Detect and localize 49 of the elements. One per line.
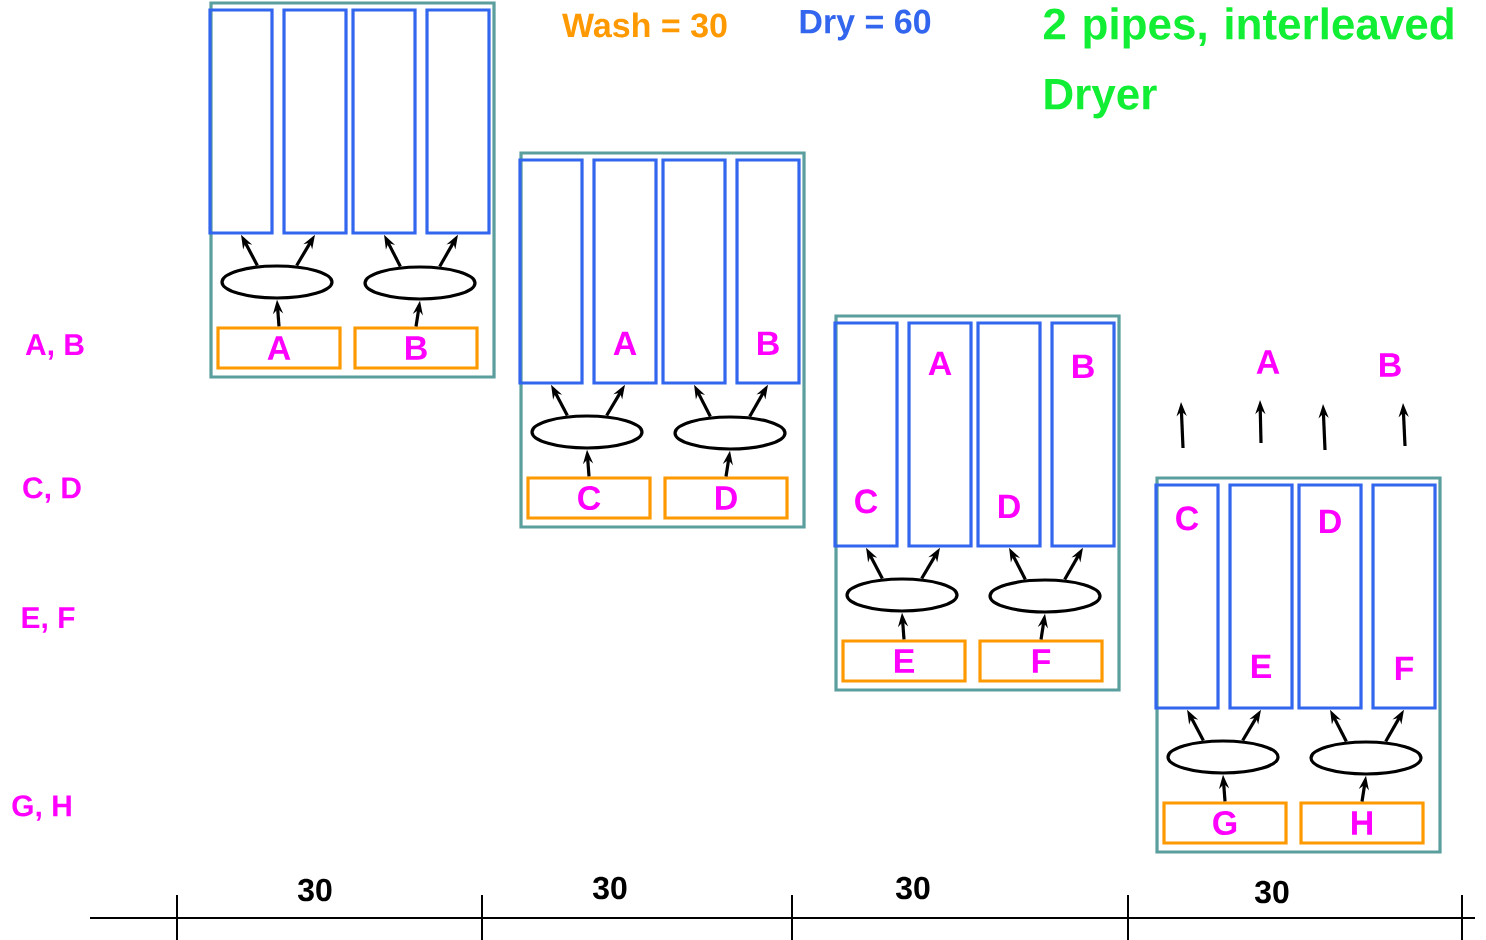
washer-box: C: [526, 476, 652, 520]
dryer-box: D: [1297, 483, 1363, 710]
output-label: B: [1380, 353, 1401, 377]
tick-label: 30: [297, 878, 332, 902]
dryer-box: B: [735, 158, 801, 385]
ellipse: [1309, 740, 1423, 776]
output-label: A: [1256, 350, 1280, 374]
heading-text: 2 pipes, interleaved Dryer: [1043, 7, 1453, 119]
dryer-box: A: [592, 158, 658, 385]
washer-box: B: [353, 326, 479, 370]
dryer-box: [425, 8, 491, 235]
washer-box: F: [978, 639, 1104, 683]
washer-box: H: [1299, 801, 1425, 845]
dryer-box: C: [1154, 483, 1220, 710]
dryer-box: C: [833, 321, 899, 548]
ellipse: [673, 415, 787, 451]
washer-box: G: [1162, 801, 1288, 845]
washer-box: D: [663, 476, 789, 520]
dryer-box: B: [1050, 321, 1116, 548]
dryer-box: [208, 8, 274, 235]
row-label: C, D: [23, 477, 81, 503]
dryer-box: E: [1228, 483, 1294, 710]
heading-text: Dry = 60: [800, 9, 931, 41]
ellipse: [845, 577, 959, 613]
dryer-box: [518, 158, 584, 385]
dryer-box: [661, 158, 727, 385]
row-label: E, F: [22, 607, 75, 633]
ellipse: [363, 265, 477, 301]
tick-label: 30: [1254, 880, 1289, 904]
ellipse: [1166, 739, 1280, 775]
row-label: A, B: [25, 334, 84, 360]
dryer-box: F: [1371, 483, 1437, 710]
dryer-box: D: [976, 321, 1042, 548]
washer-box: E: [841, 639, 967, 683]
row-label: G, H: [12, 795, 71, 821]
dryer-box: [282, 8, 348, 235]
ellipse: [530, 414, 644, 450]
dryer-box: A: [907, 321, 973, 548]
heading-text: Wash = 30: [562, 12, 727, 38]
dryer-box: [351, 8, 417, 235]
tick-label: 30: [895, 876, 930, 900]
tick-label: 30: [592, 876, 627, 900]
washer-box: A: [216, 326, 342, 370]
ellipse: [220, 264, 334, 300]
stage-frame: [209, 1, 496, 379]
stage-frame: [834, 314, 1121, 692]
stage-frame: [519, 151, 806, 529]
stage-frame: [1155, 476, 1442, 854]
ellipse: [988, 578, 1102, 614]
